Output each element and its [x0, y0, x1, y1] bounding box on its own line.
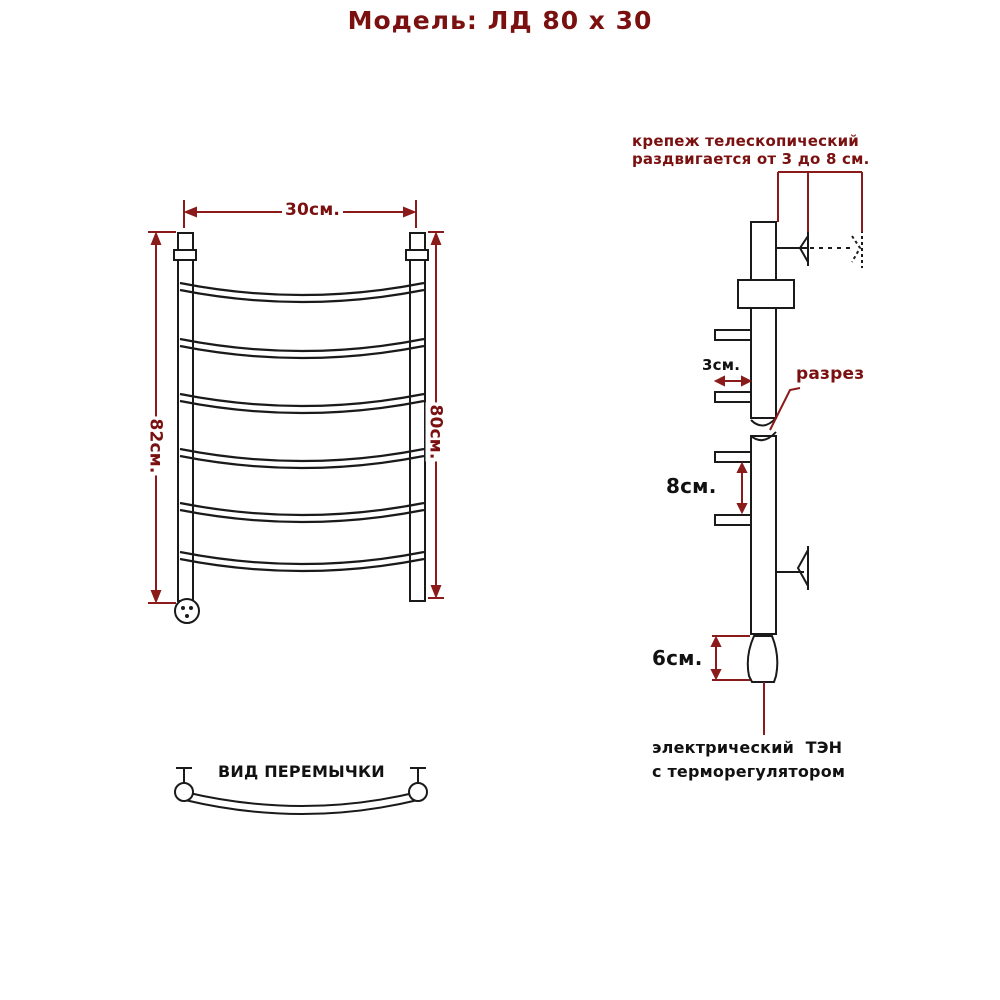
- rung-stub-4: [714, 514, 752, 526]
- jumper-bar: [184, 791, 419, 815]
- rung-5: [179, 501, 425, 524]
- rung-stub-1: [714, 329, 752, 341]
- side-post-upper: [750, 221, 777, 419]
- heater-label-line1: электрический ТЭН: [652, 738, 843, 757]
- arrow: [403, 206, 417, 218]
- mount-top-cup: [798, 235, 809, 263]
- rung-6: [179, 550, 425, 573]
- left-post-cap: [173, 249, 197, 261]
- arrow: [736, 461, 748, 473]
- arrow: [741, 375, 753, 387]
- rung-4: [179, 447, 425, 470]
- arrow: [430, 585, 442, 599]
- section-label: разрез: [796, 364, 865, 384]
- right-post: [409, 232, 426, 602]
- mount-bottom-cup: [796, 549, 809, 587]
- arrow: [150, 231, 162, 245]
- collar: [737, 279, 795, 309]
- section-leader: [769, 387, 801, 431]
- height-left-label: 82см.: [145, 416, 166, 476]
- offset-label: 3см.: [702, 356, 741, 374]
- heater-body: [746, 635, 779, 683]
- height-right-label: 80см.: [425, 402, 446, 462]
- rung-2: [179, 337, 425, 360]
- heater-height-label: 6см.: [652, 646, 703, 670]
- rung-3: [179, 392, 425, 415]
- plug-pin: [181, 606, 185, 610]
- rungs: [179, 281, 425, 573]
- rung-stub-3: [714, 451, 752, 463]
- rung-stub-2: [714, 391, 752, 403]
- arrow: [150, 590, 162, 604]
- arrow: [430, 231, 442, 245]
- jumper-left-ring: [174, 782, 194, 802]
- jumper-label: ВИД ПЕРЕМЫЧКИ: [218, 762, 385, 781]
- width-label: 30см.: [282, 200, 344, 220]
- heater-label-line2: с терморегулятором: [652, 762, 846, 781]
- page-title: Модель: ЛД 80 х 30: [347, 6, 653, 35]
- side-post-lower: [750, 435, 777, 635]
- mount-top-ext-cup: [851, 235, 862, 263]
- plug-pin: [185, 614, 189, 618]
- arrow: [736, 503, 748, 515]
- side-view: [714, 221, 863, 683]
- spacing-label: 8см.: [666, 474, 717, 498]
- arrow: [710, 669, 722, 681]
- jumper-right-ring: [408, 782, 428, 802]
- left-post: [177, 232, 194, 602]
- plug-pin: [189, 606, 193, 610]
- arrow: [183, 206, 197, 218]
- mount-label-line1: крепеж телескопический: [632, 132, 860, 150]
- rung-1: [179, 281, 425, 304]
- front-view: [173, 232, 429, 624]
- mount-label-line2: раздвигается от 3 до 8 см.: [632, 150, 870, 168]
- side-dimensions: [710, 171, 863, 735]
- heater-plug: [174, 598, 200, 624]
- arrow: [710, 635, 722, 647]
- jumper-view: [174, 767, 428, 815]
- section-break: [750, 417, 777, 442]
- arrow: [713, 375, 725, 387]
- right-post-cap: [405, 249, 429, 261]
